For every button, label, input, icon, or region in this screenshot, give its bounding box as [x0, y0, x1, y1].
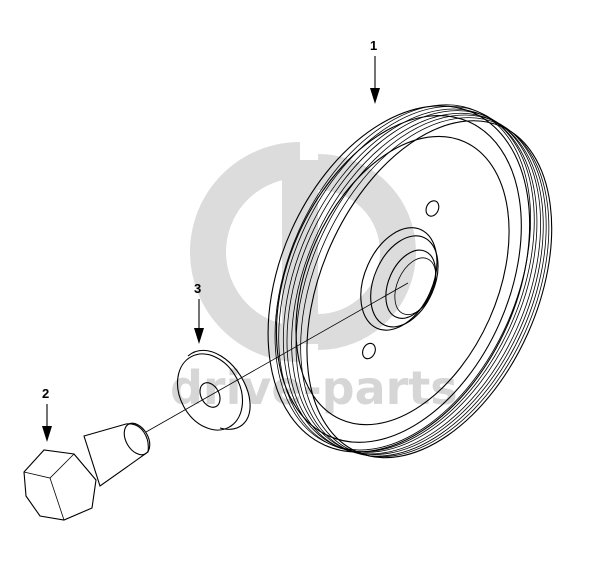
watermark-text: drive-parts — [170, 361, 458, 415]
pulley-hole-top — [425, 200, 440, 217]
crankshaft-pulley — [267, 104, 553, 459]
callout-label-1: 1 — [370, 38, 377, 53]
washer — [176, 349, 251, 431]
callout-1: 1 — [370, 38, 380, 104]
pulley-grooves — [274, 104, 550, 458]
assembly-axis-line — [145, 282, 409, 433]
callout-arrow-3 — [194, 328, 204, 344]
pulley-hole-bottom — [362, 342, 376, 360]
bolt — [23, 422, 151, 521]
pulley-hub — [360, 227, 439, 331]
callout-2: 2 — [42, 386, 52, 442]
callout-arrow-2 — [42, 426, 52, 442]
callout-arrow-1 — [370, 88, 380, 104]
callout-label-2: 2 — [42, 386, 49, 401]
callout-label-3: 3 — [194, 281, 201, 296]
callout-3: 3 — [194, 281, 204, 344]
watermark: drive-parts — [170, 142, 458, 415]
